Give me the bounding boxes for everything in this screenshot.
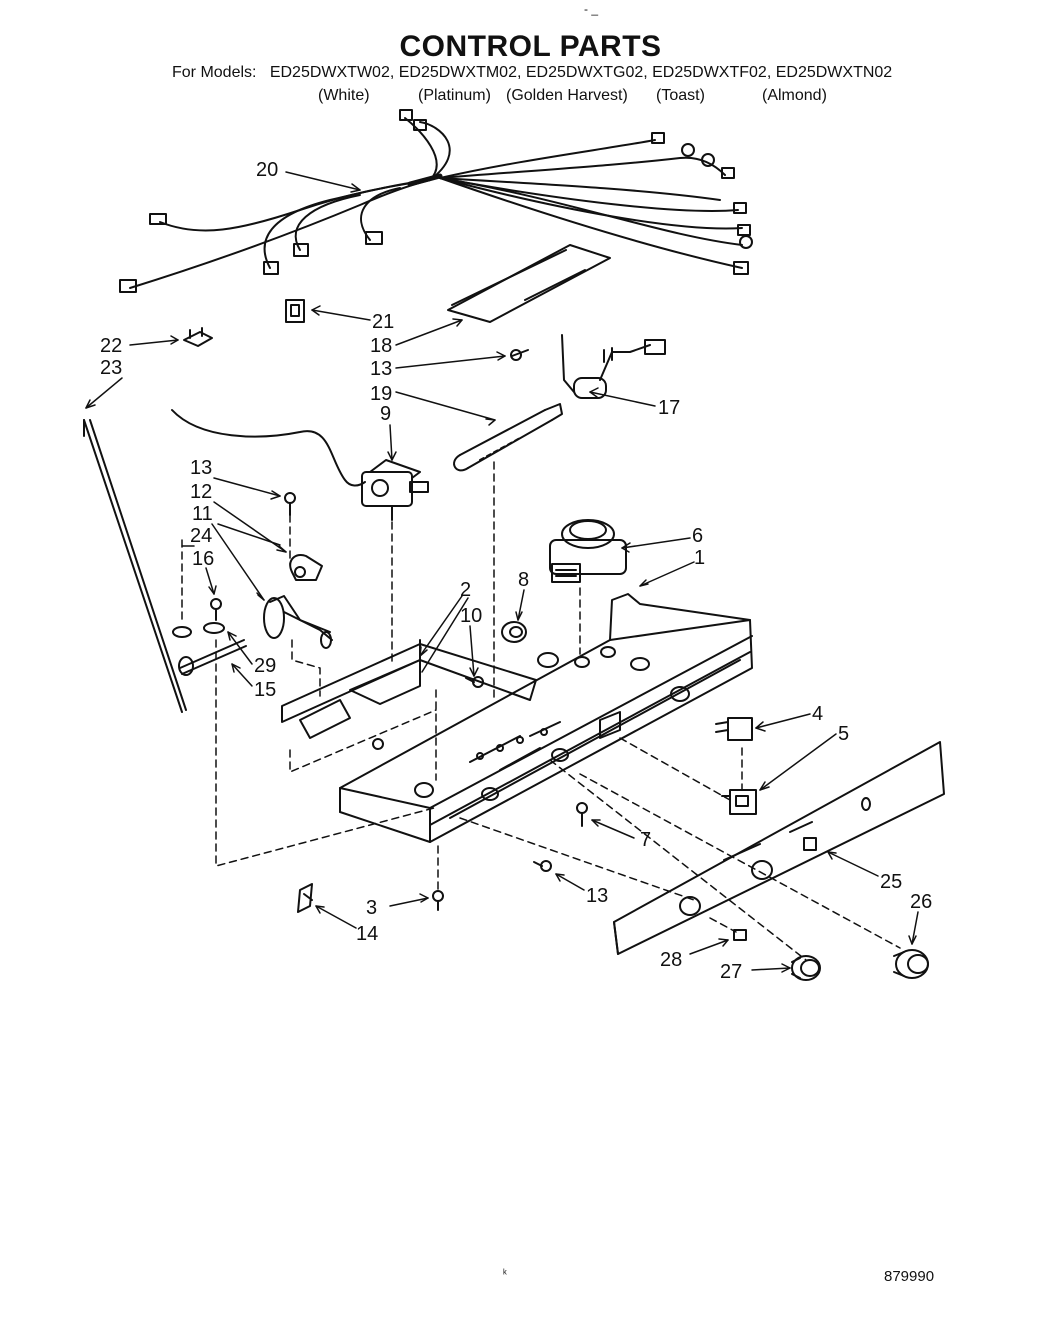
grommet-part-8 — [501, 621, 527, 643]
top-registration-mark: - _ — [584, 2, 599, 16]
bracket-part-22 — [183, 327, 213, 347]
callout-3: 3 — [366, 897, 377, 919]
control-housing-part-1 — [339, 593, 753, 843]
color-label-golden-harvest: (Golden Harvest) — [506, 87, 628, 104]
switch-part-4 — [715, 717, 753, 741]
bottom-registration-mark: ᵏ — [503, 1268, 507, 1280]
thermostat-part-9 — [171, 409, 429, 521]
callout-13-low: 13 — [586, 885, 608, 907]
callout-11: 11 — [192, 503, 213, 525]
callout-10: 10 — [460, 605, 482, 627]
callout-1: 1 — [694, 547, 705, 569]
callout-6: 6 — [692, 525, 703, 547]
color-label-toast: (Toast) — [656, 87, 705, 104]
models-line: For Models: ED25DWXTW02, ED25DWXTM02, ED… — [172, 64, 892, 82]
models-label: For Models: — [172, 64, 257, 81]
callout-7: 7 — [640, 829, 651, 851]
callout-2: 2 — [460, 579, 471, 601]
models-list: ED25DWXTW02, ED25DWXTM02, ED25DWXTG02, E… — [269, 64, 893, 81]
sensor-assembly — [510, 334, 666, 399]
linkage-parts — [172, 598, 247, 676]
callout-19: 19 — [370, 383, 392, 405]
lower-screws — [432, 860, 552, 911]
callout-13-top: 13 — [370, 358, 392, 380]
callout-leaders — [85, 171, 919, 973]
clip-part-21 — [285, 299, 305, 323]
color-label-white: (White) — [318, 87, 370, 104]
callout-25: 25 — [880, 871, 902, 893]
front-panel-part-25 — [613, 741, 945, 955]
bracket-part-2 — [281, 639, 537, 750]
callout-16: 16 — [192, 548, 214, 570]
assembly-lines — [181, 461, 901, 961]
light-shield — [447, 244, 611, 323]
callout-29: 29 — [254, 655, 276, 677]
knob-parts — [733, 929, 929, 981]
light-tube-part-19 — [453, 403, 563, 472]
damper-control-parts — [263, 492, 333, 649]
callout-18: 18 — [370, 335, 392, 357]
clip-part-14 — [297, 883, 313, 913]
callout-9: 9 — [380, 403, 391, 425]
callout-23: 23 — [100, 357, 122, 379]
screw-part-7 — [576, 802, 588, 827]
callout-4: 4 — [812, 703, 823, 725]
callout-17: 17 — [658, 397, 680, 419]
page-title: CONTROL PARTS — [399, 30, 662, 63]
rod-part-23 — [83, 419, 187, 713]
color-label-almond: (Almond) — [762, 87, 827, 104]
callout-5: 5 — [838, 723, 849, 745]
callout-labels: 20 21 18 13 17 19 9 22 23 13 12 11 24 16… — [100, 159, 932, 983]
color-label-platinum: (Platinum) — [418, 87, 491, 104]
callout-13-mid: 13 — [190, 457, 212, 479]
timer-part-6 — [549, 519, 627, 583]
switch-part-5 — [721, 789, 757, 815]
callout-21: 21 — [372, 311, 394, 333]
callout-12: 12 — [190, 481, 212, 503]
wire-harness — [119, 109, 753, 293]
callout-20: 20 — [256, 159, 278, 181]
callout-15: 15 — [254, 679, 276, 701]
callout-26: 26 — [910, 891, 932, 913]
callout-22: 22 — [100, 335, 122, 357]
callout-28: 28 — [660, 949, 682, 971]
callout-24: 24 — [190, 525, 212, 547]
callout-8: 8 — [518, 569, 529, 591]
document-number: 879990 — [884, 1268, 935, 1285]
callout-14: 14 — [356, 923, 378, 945]
callout-27: 27 — [720, 961, 742, 983]
screw-part-10 — [465, 676, 484, 688]
